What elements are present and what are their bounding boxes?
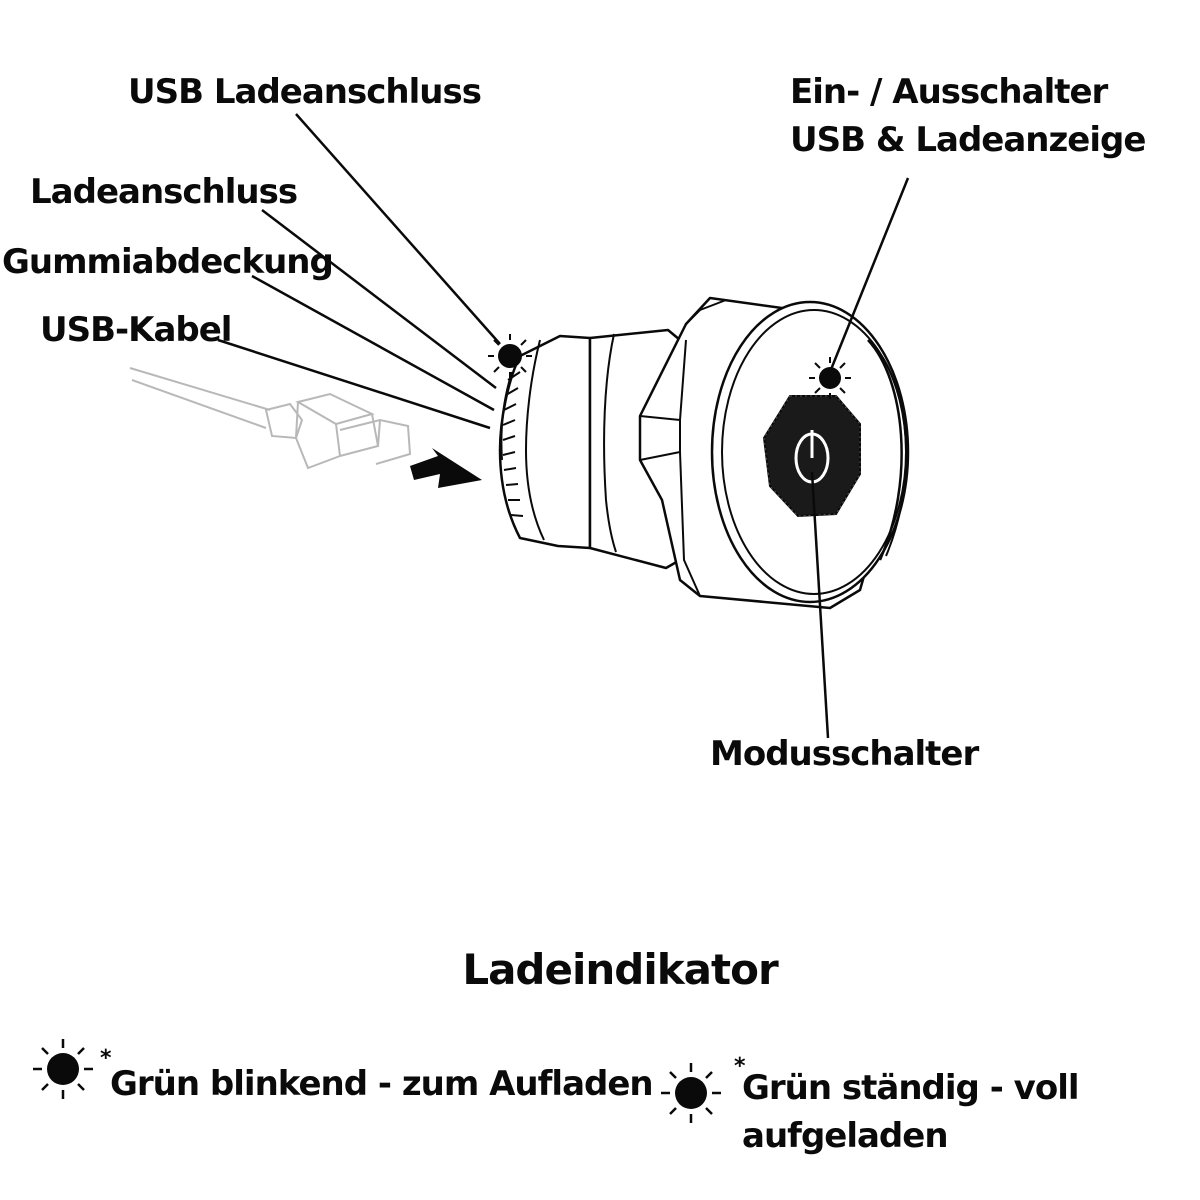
usb-cable-drawing (129, 367, 412, 470)
label-usb-kabel: USB-Kabel (40, 310, 232, 350)
insert-arrow-icon (410, 448, 482, 488)
leader-lines (217, 113, 910, 739)
leader-gummiabdeckung (251, 274, 495, 412)
leader-usb-kabel (217, 338, 491, 430)
label-modusschalter: Modusschalter (710, 734, 979, 774)
leader-ladeanschluss (261, 209, 497, 389)
legend-asterisk-1: * (100, 1046, 112, 1071)
mode-switch-drawing (762, 395, 861, 518)
legend-asterisk-2: * (734, 1054, 746, 1079)
label-gummiabdeckung: Gummiabdeckung (2, 242, 334, 282)
label-usb-ladeanschluss: USB Ladeanschluss (128, 72, 482, 112)
legend-blinking-icon (33, 1039, 93, 1099)
legend-item-steady-line1: Grün ständig - voll (742, 1068, 1080, 1108)
legend-item-steady-line2: aufgeladen (742, 1116, 949, 1156)
legend-title: Ladeindikator (462, 945, 778, 994)
legend-item-blinking: Grün blinkend - zum Aufladen (110, 1064, 654, 1104)
label-usb-ladeanzeige: USB & Ladeanzeige (790, 120, 1146, 160)
leader-modusschalter (810, 471, 830, 739)
legend-steady-icon (661, 1063, 721, 1123)
device-diagram (129, 113, 910, 739)
label-ein-ausschalter: Ein- / Ausschalter (790, 72, 1108, 112)
usb-port-indicator-icon (488, 334, 532, 378)
label-ladeanschluss: Ladeanschluss (30, 172, 298, 212)
leader-usb-ladeanschluss (295, 113, 501, 345)
leader-ein-ausschalter (828, 177, 910, 373)
power-indicator-icon (809, 357, 851, 399)
